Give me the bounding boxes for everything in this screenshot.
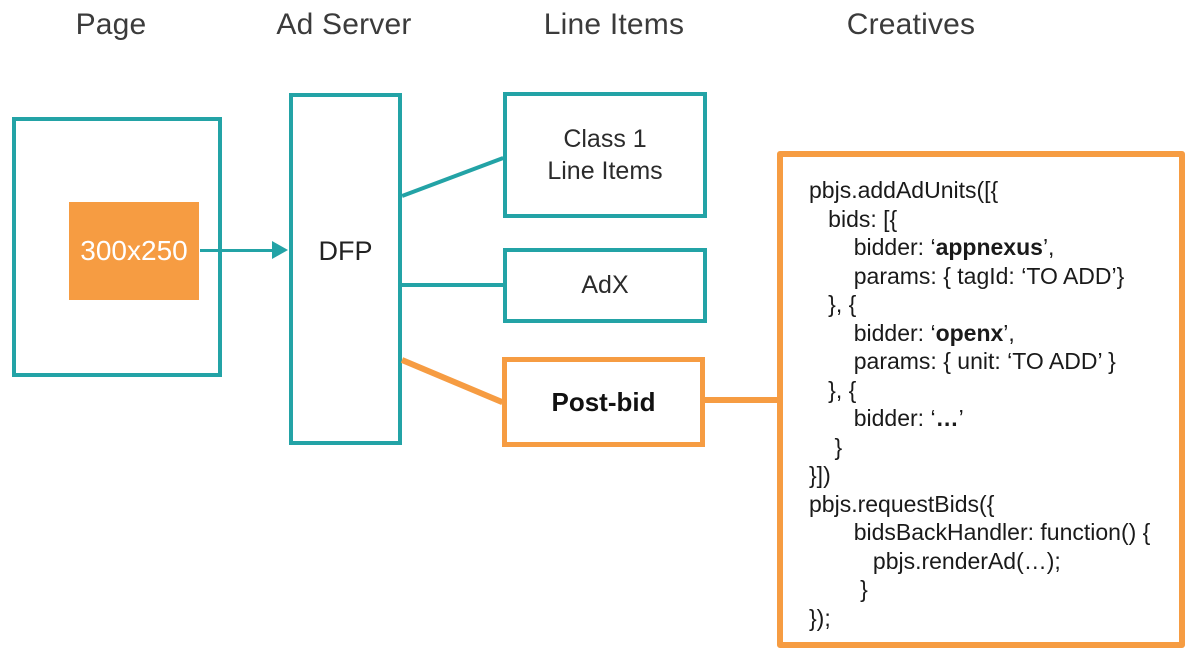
code-line: } xyxy=(809,433,843,460)
arrow-page-to-dfp-line xyxy=(200,249,276,252)
code-line: pbjs.renderAd(…); xyxy=(809,547,1061,574)
dfp-label: DFP xyxy=(318,235,373,266)
adx-box: AdX xyxy=(503,248,707,323)
code-line: params: { unit: ‘TO ADD’ } xyxy=(809,348,1116,374)
code-line: bids: [{ xyxy=(809,205,898,232)
code-line: params: { tagId: ‘TO ADD’} xyxy=(809,262,1125,289)
adx-label: AdX xyxy=(581,271,629,299)
code-box: pbjs.addAdUnits([{ bids: [{ bidder: ‘app… xyxy=(777,151,1185,648)
class1-label-line1: Class 1 xyxy=(563,125,647,153)
code-line: }, { xyxy=(809,291,857,317)
class1-line-items-box: Class 1 Line Items xyxy=(503,92,707,218)
column-header-creatives: Creatives xyxy=(846,8,976,41)
postbid-label: Post-bid xyxy=(551,386,656,417)
dfp-box: DFP xyxy=(289,93,402,445)
code-line: pbjs.requestBids({ xyxy=(809,490,995,517)
ad-slot-box: 300x250 xyxy=(69,202,199,300)
code-line: }); xyxy=(809,604,831,631)
code-line: } xyxy=(809,576,868,602)
code-line: pbjs.addAdUnits([{ xyxy=(809,177,999,203)
connector-dfp-to-postbid xyxy=(400,357,504,406)
code-line: bidder: ‘openx’, xyxy=(809,319,1015,346)
connector-postbid-to-code xyxy=(705,397,777,403)
code-line: }, { xyxy=(809,376,857,403)
postbid-box: Post-bid xyxy=(502,357,705,447)
code-line: bidder: ‘appnexus’, xyxy=(809,234,1055,260)
code-line: }]) xyxy=(809,462,831,488)
class1-label-line2: Line Items xyxy=(547,157,663,185)
ad-slot-label: 300x250 xyxy=(80,235,188,266)
connector-dfp-to-class1 xyxy=(401,156,504,198)
column-header-line-items: Line Items xyxy=(543,8,685,41)
arrow-page-to-dfp-head-icon xyxy=(272,241,288,259)
column-header-ad-server: Ad Server xyxy=(276,8,412,41)
code-line: bidder: ‘…’ xyxy=(809,405,964,431)
column-header-page: Page xyxy=(75,8,147,41)
code-line: bidsBackHandler: function() { xyxy=(809,519,1151,545)
code-lines: pbjs.addAdUnits([{ bids: [{ bidder: ‘app… xyxy=(783,157,1179,642)
connector-dfp-to-adx xyxy=(402,283,503,287)
